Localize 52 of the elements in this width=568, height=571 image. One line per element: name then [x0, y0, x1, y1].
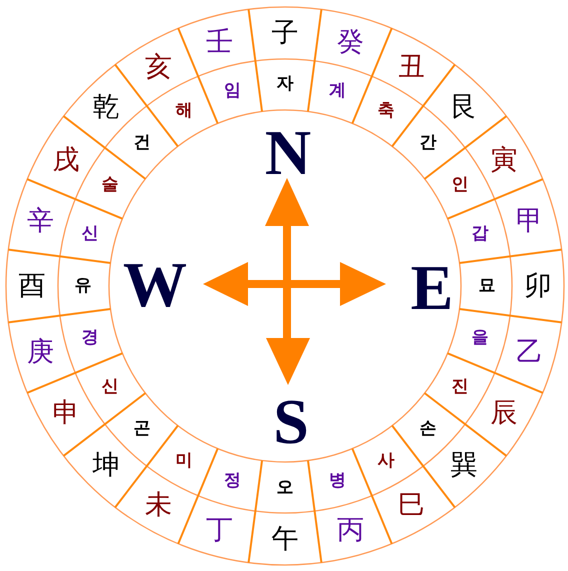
hangul-label: 갑 [472, 225, 489, 242]
compass-letter: W [123, 253, 187, 317]
hangul-label: 축 [378, 102, 394, 120]
hanja-label: 乾 [92, 94, 120, 121]
hanja-label: 寅 [490, 146, 518, 173]
hangul-label: 유 [74, 278, 92, 294]
hangul-label: 곤 [134, 420, 151, 438]
hanja-label: 子 [272, 20, 298, 46]
compass-letter: S [273, 390, 309, 454]
hanja-label: 丑 [398, 53, 425, 80]
hanja-label: 巽 [450, 451, 478, 478]
hangul-label: 계 [328, 82, 346, 100]
hanja-label: 辰 [490, 399, 518, 426]
hanja-label: 卯 [524, 272, 552, 300]
hangul-label: 오 [276, 480, 294, 496]
compass-letter: E [410, 256, 454, 320]
hanja-label: 坤 [92, 451, 120, 478]
hanja-label: 丙 [337, 516, 364, 544]
hanja-label: 壬 [206, 28, 233, 56]
hangul-label: 인 [451, 176, 468, 194]
hanja-label: 申 [52, 399, 80, 426]
hanja-label: 未 [145, 492, 172, 519]
hanja-label: 癸 [337, 28, 364, 56]
hanja-label: 亥 [145, 53, 172, 80]
hangul-label: 신 [102, 378, 119, 396]
hangul-label: 사 [378, 452, 394, 470]
hanja-label: 戌 [52, 146, 80, 173]
hanja-label: 丁 [206, 516, 233, 544]
hangul-label: 경 [81, 330, 98, 347]
hanja-label: 酉 [18, 272, 46, 300]
hangul-label: 손 [419, 420, 436, 438]
hangul-label: 간 [419, 134, 436, 152]
compass-letter: N [264, 121, 312, 185]
hangul-label: 진 [451, 378, 468, 396]
hangul-label: 해 [176, 102, 192, 120]
hanja-label: 庚 [27, 338, 54, 365]
hangul-label: 을 [472, 330, 489, 347]
hangul-label: 병 [328, 472, 346, 490]
hangul-label: 술 [102, 176, 119, 194]
hangul-label: 임 [224, 82, 242, 100]
hangul-label: 묘 [478, 278, 496, 294]
hanja-label: 巳 [398, 492, 425, 519]
hanja-label: 甲 [516, 207, 543, 234]
hangul-label: 미 [176, 452, 192, 470]
hanja-label: 艮 [450, 94, 478, 121]
hanja-label: 午 [272, 526, 298, 552]
hangul-label: 자 [276, 76, 294, 92]
hanja-label: 乙 [516, 338, 543, 365]
hangul-label: 신 [81, 225, 98, 242]
hangul-label: 정 [224, 472, 242, 490]
hangul-label: 건 [134, 134, 151, 152]
hanja-label: 辛 [27, 207, 54, 234]
